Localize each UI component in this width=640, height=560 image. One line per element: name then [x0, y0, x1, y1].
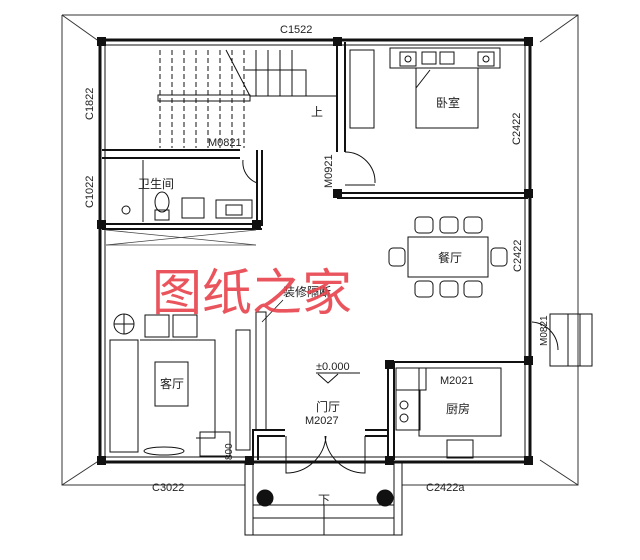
- foyer-label: 门厅: [316, 399, 340, 414]
- bathroom-fixtures: [121, 159, 258, 222]
- side-steps: [531, 313, 593, 367]
- window-label-bottom-right: C2422a: [426, 482, 465, 494]
- door-label-main-entry: M2027: [305, 415, 339, 427]
- stair-down-label: 下: [318, 493, 330, 507]
- elevation-marker: ±0.000: [316, 361, 360, 384]
- exterior-walls: [98, 38, 532, 464]
- dining-table: [388, 216, 508, 298]
- roof-outline: [61, 14, 579, 486]
- door-label-bedroom: M0921: [323, 154, 335, 188]
- svg-text:±0.000: ±0.000: [316, 361, 350, 373]
- bedroom-door: [344, 151, 376, 186]
- door-label-stair-bath: M0821: [208, 137, 242, 149]
- door-label-kitchen: M2021: [440, 375, 474, 387]
- front-porch: [244, 461, 403, 536]
- partition-note: 装修隔断: [283, 284, 331, 299]
- living-label: 客厅: [160, 376, 184, 391]
- interior-walls: [102, 42, 528, 460]
- bathroom-label: 卫生间: [138, 177, 174, 191]
- beam-hatch: [105, 229, 257, 246]
- watermark: 图纸之家: [152, 264, 352, 322]
- stair-up-label: 上: [311, 105, 323, 119]
- dining-label: 餐厅: [438, 250, 462, 265]
- window-label-right-middle: C2422: [512, 240, 524, 272]
- kitchen-fixtures: [395, 367, 502, 459]
- bed: [349, 47, 501, 129]
- dimension-800: 800: [224, 443, 235, 460]
- partition-leader: [261, 299, 284, 323]
- door-label-side-entry: M0821: [539, 315, 550, 346]
- kitchen-label: 厨房: [446, 401, 470, 416]
- living-sofa: [109, 311, 267, 457]
- window-label-bottom-left: C3022: [152, 482, 184, 494]
- window-label-left-upper: C1822: [84, 88, 96, 120]
- bedroom-label: 卧室: [436, 95, 460, 110]
- window-label-left-lower: C1022: [84, 176, 96, 208]
- staircase: [157, 49, 337, 148]
- window-label-top: C1522: [280, 24, 312, 36]
- window-label-right-upper: C2422: [511, 113, 523, 145]
- main-door: [285, 435, 366, 474]
